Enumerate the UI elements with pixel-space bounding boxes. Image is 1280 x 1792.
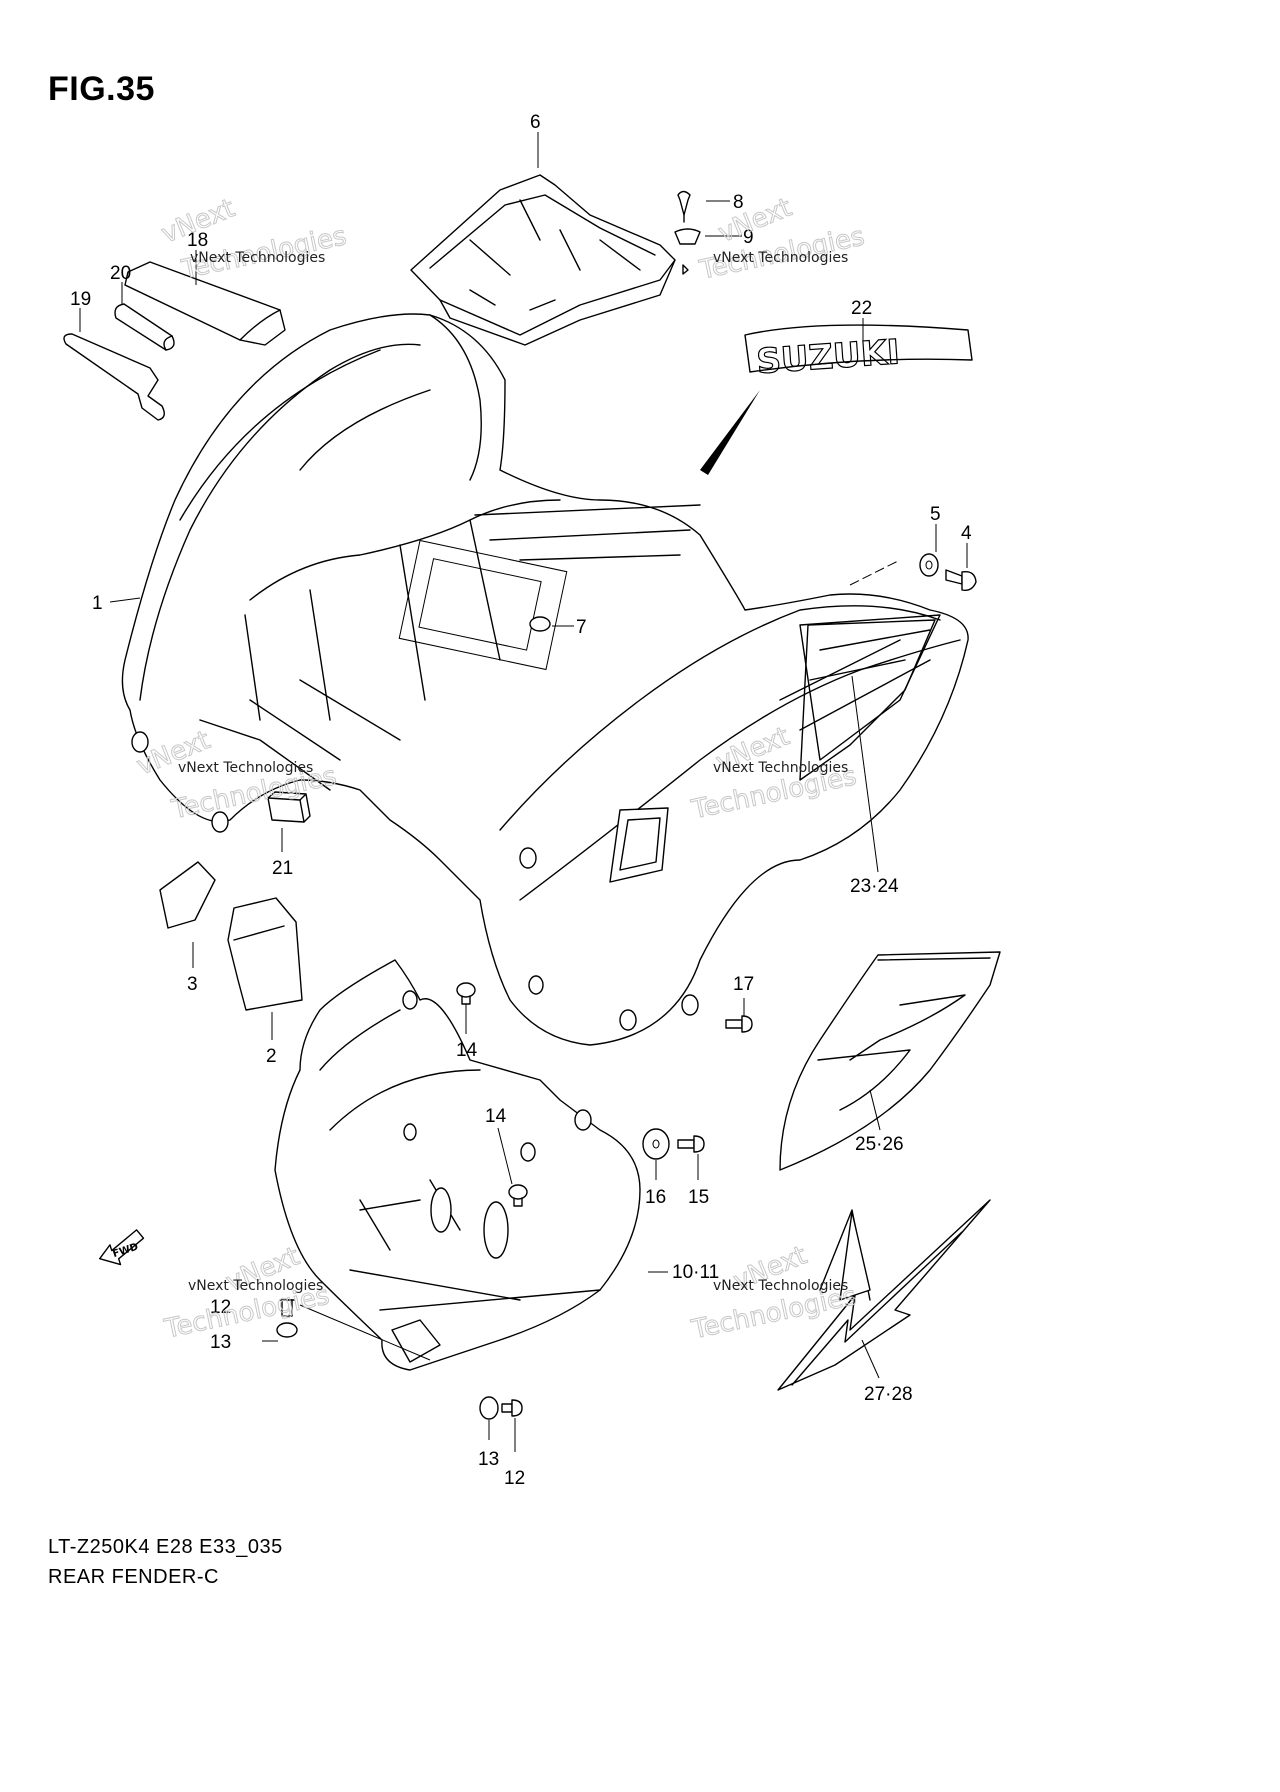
callout-27-28: 27·28 xyxy=(864,1384,913,1405)
callout-3: 3 xyxy=(187,974,198,995)
callout-22: 22 xyxy=(851,298,872,319)
svg-text:SUZUKI: SUZUKI xyxy=(755,332,901,382)
part-13-washer-left[interactable] xyxy=(276,1322,298,1338)
callout-21: 21 xyxy=(272,858,293,879)
callout-1: 1 xyxy=(92,593,103,614)
section-name: REAR FENDER-C xyxy=(48,1566,219,1588)
callout-6: 6 xyxy=(530,112,541,133)
part-9-grommet[interactable] xyxy=(674,228,701,245)
part-15-bolt[interactable] xyxy=(677,1135,705,1153)
fwd-label: FWD xyxy=(111,1242,139,1261)
part-10-11-mud-guard[interactable] xyxy=(274,959,641,1371)
part-19-spanner[interactable] xyxy=(63,333,165,421)
part-18-tool-bag[interactable] xyxy=(124,261,286,346)
forward-direction-arrow: FWD xyxy=(98,1229,145,1266)
figure-title: FIG.35 xyxy=(48,70,155,108)
part-12-bolt-left[interactable] xyxy=(279,1299,295,1317)
leader-lines xyxy=(79,132,968,1452)
callout-12-left: 12 xyxy=(210,1297,231,1318)
watermark-top-left: vNext Technologies vNext Technologies xyxy=(157,193,350,286)
svg-text:vNext Technologies: vNext Technologies xyxy=(188,1278,323,1294)
part-12-bolt-bottom[interactable] xyxy=(501,1399,523,1417)
callout-17: 17 xyxy=(733,974,754,995)
callout-12-bottom: 12 xyxy=(504,1468,525,1489)
callout-5: 5 xyxy=(930,504,941,525)
part-16-washer[interactable] xyxy=(642,1128,670,1160)
part-7-plug[interactable] xyxy=(529,616,551,632)
callout-14-lower: 14 xyxy=(485,1106,507,1127)
callout-9: 9 xyxy=(743,227,754,248)
part-8-pin[interactable] xyxy=(677,190,691,223)
part-22-suzuki-emblem[interactable]: SUZUKI xyxy=(744,324,973,383)
part-2-heat-shield[interactable] xyxy=(227,897,303,1011)
part-27-28-decal[interactable] xyxy=(777,1199,991,1391)
part-13-washer-bottom[interactable] xyxy=(479,1396,499,1420)
callout-16: 16 xyxy=(645,1187,666,1208)
callout-15: 15 xyxy=(688,1187,709,1208)
part-21-rubber-pad[interactable] xyxy=(267,791,311,823)
part-1-rear-fender[interactable] xyxy=(121,313,969,1046)
part-4-bolt[interactable] xyxy=(945,569,977,592)
svg-text:vNext Technologies: vNext Technologies xyxy=(713,1278,848,1294)
part-3-heat-shield[interactable] xyxy=(159,861,216,929)
part-20-tube[interactable] xyxy=(114,303,175,351)
svg-text:vNext Technologies: vNext Technologies xyxy=(713,760,848,776)
callout-7: 7 xyxy=(576,617,587,638)
svg-text:vNext Technologies: vNext Technologies xyxy=(713,250,848,266)
callout-14-upper: 14 xyxy=(456,1040,478,1061)
watermark-top-right: vNext Technologies vNext Technologies xyxy=(696,192,868,286)
callout-20: 20 xyxy=(110,263,131,284)
part-5-washer[interactable] xyxy=(919,553,939,577)
callout-19: 19 xyxy=(70,289,91,310)
part-6-cover-plate[interactable] xyxy=(410,174,676,346)
svg-text:vNext Technologies: vNext Technologies xyxy=(190,250,325,266)
callout-2: 2 xyxy=(266,1046,277,1067)
callout-25-26: 25·26 xyxy=(855,1134,904,1155)
callout-8: 8 xyxy=(733,192,744,213)
part-25-26-decal[interactable] xyxy=(779,951,1001,1171)
callout-13-left: 13 xyxy=(210,1332,231,1353)
part-23-24-side-decal[interactable] xyxy=(799,619,936,781)
callout-4: 4 xyxy=(961,523,972,544)
part-14-bolt-upper[interactable] xyxy=(456,982,476,1005)
svg-text:vNext Technologies: vNext Technologies xyxy=(178,760,313,776)
callout-23-24: 23·24 xyxy=(850,876,899,897)
callout-13-bottom: 13 xyxy=(478,1449,499,1470)
callout-18: 18 xyxy=(187,230,208,251)
model-code: LT-Z250K4 E28 E33_035 xyxy=(48,1536,283,1558)
callout-10-11: 10·11 xyxy=(672,1262,719,1283)
callout-labels: 6 8 9 18 20 19 22 5 4 1 7 23·24 21 3 2 1… xyxy=(70,112,972,1489)
part-17-bolt[interactable] xyxy=(725,1015,753,1033)
part-14-bolt-lower[interactable] xyxy=(508,1184,528,1207)
